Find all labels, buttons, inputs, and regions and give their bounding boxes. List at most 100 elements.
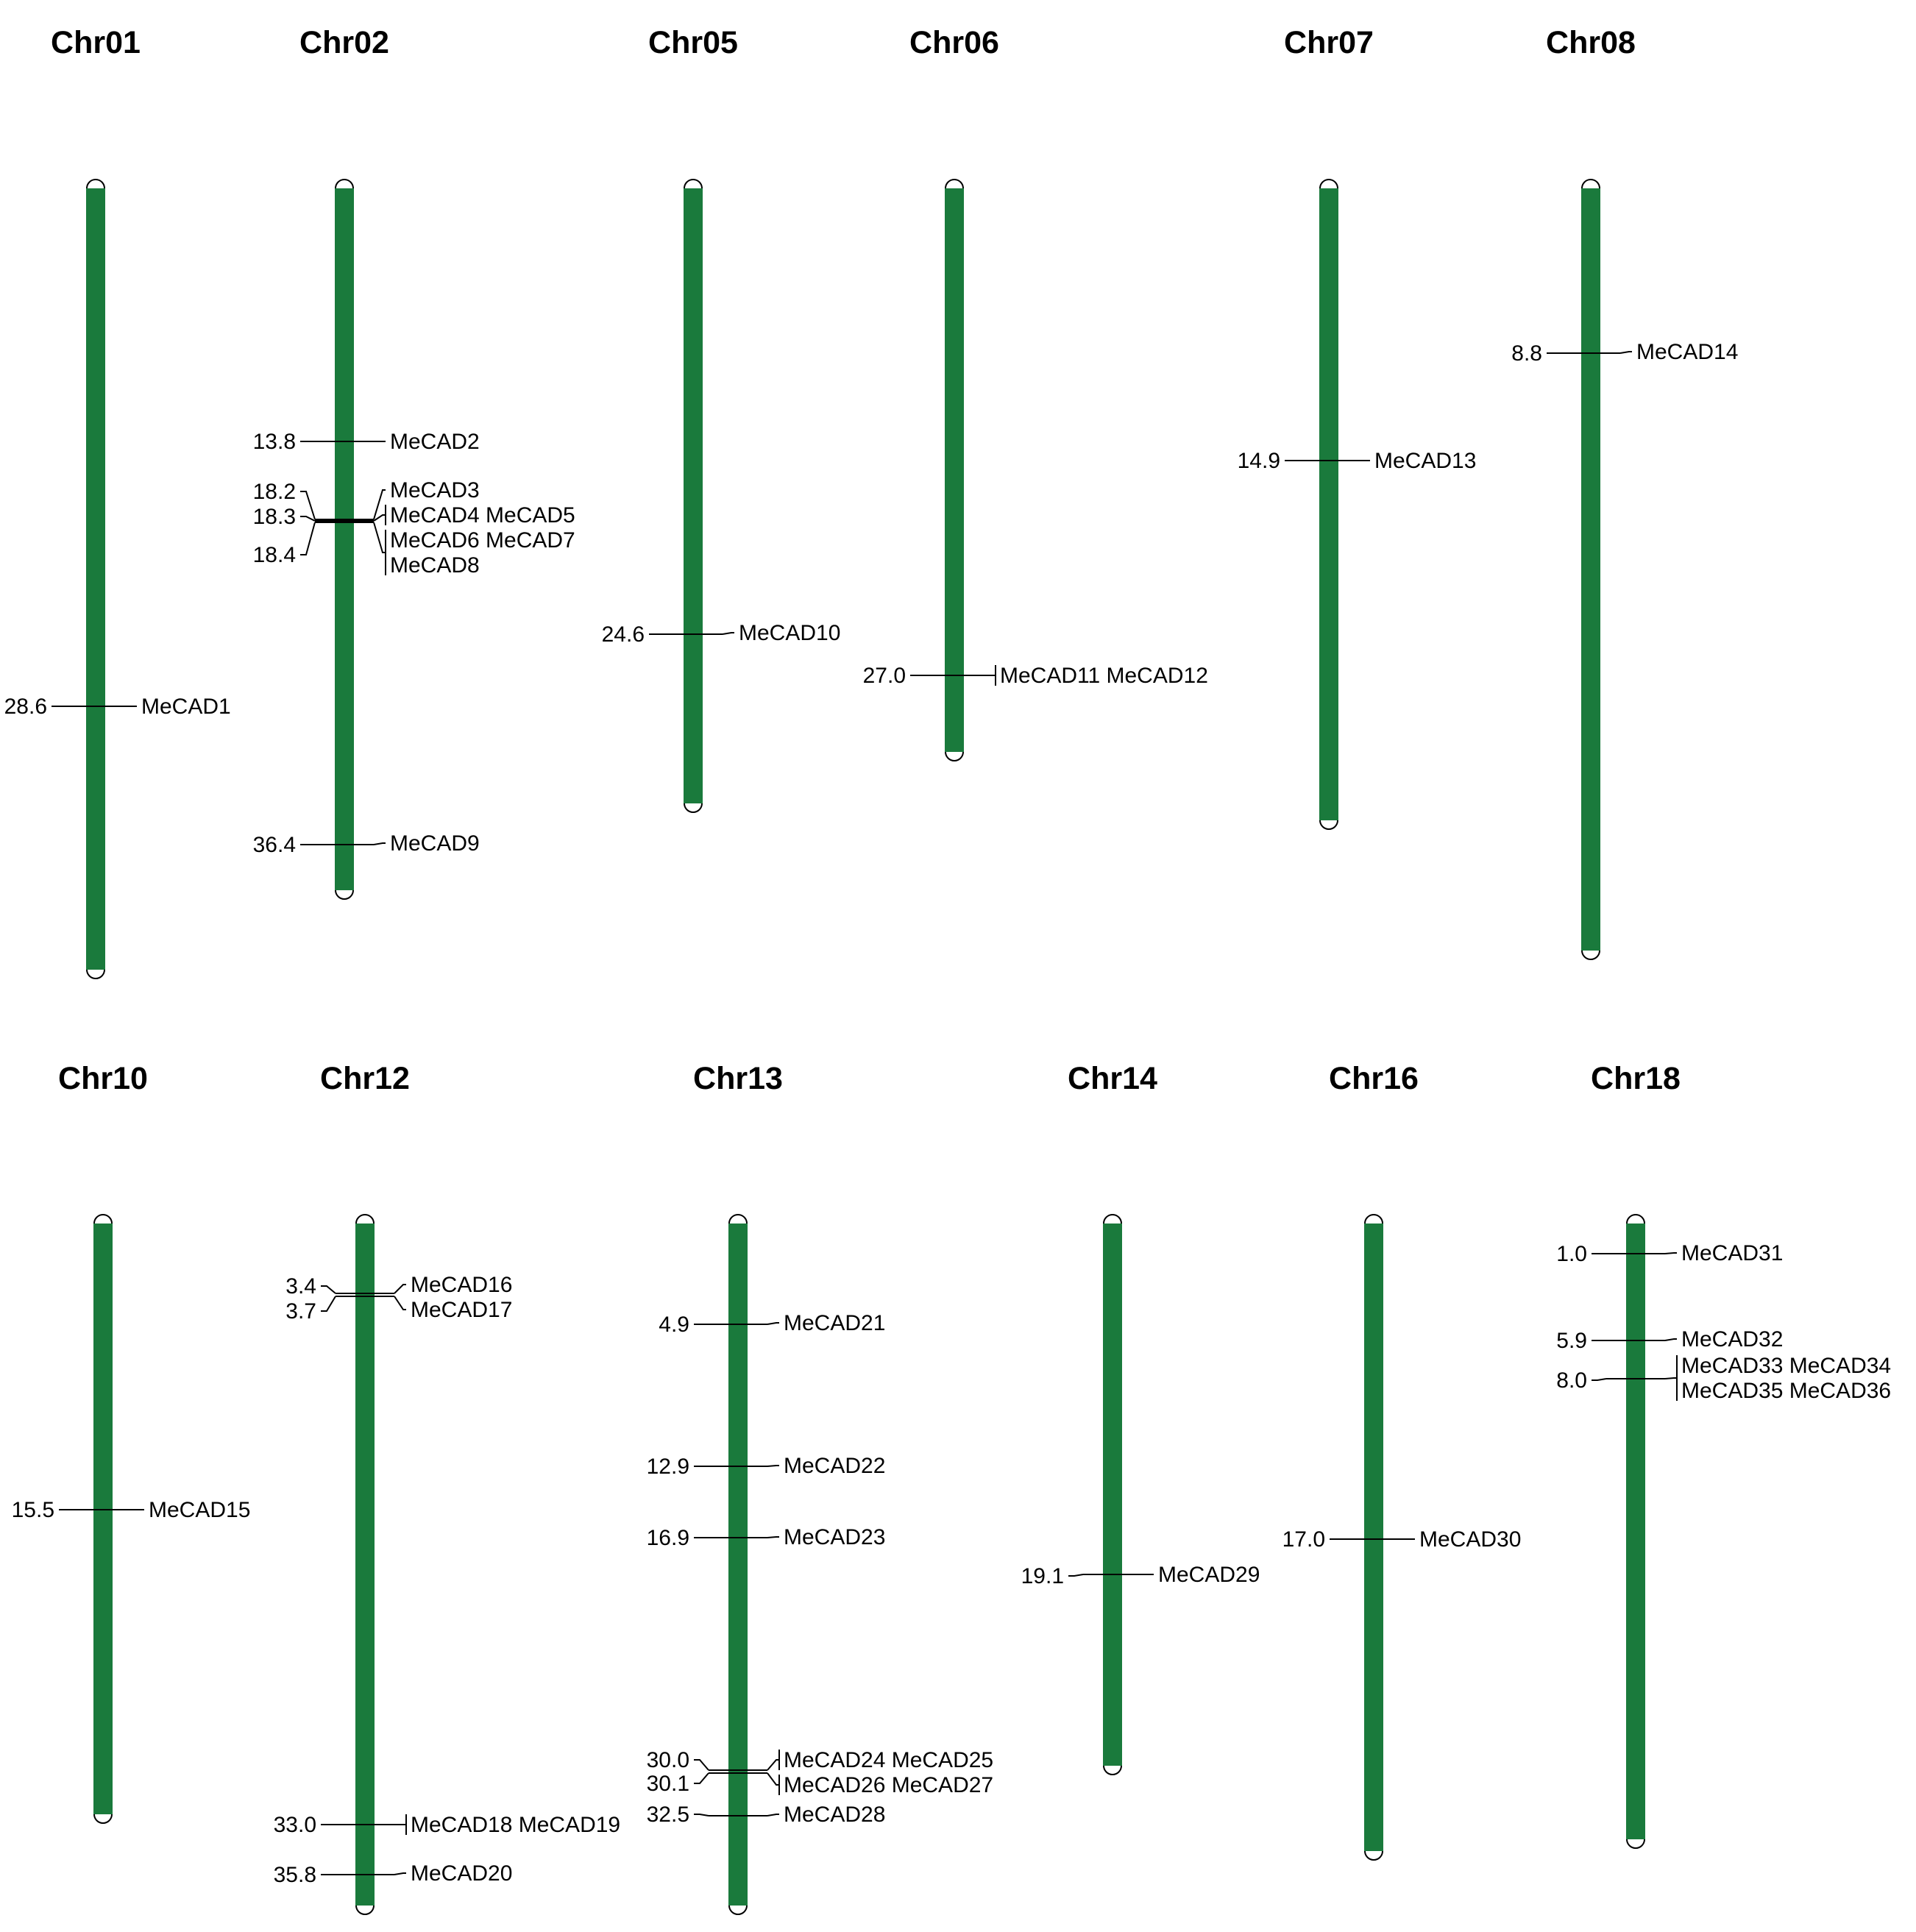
gene-marker: 36.4 MeCAD9 <box>253 831 480 857</box>
position-label: 19.1 <box>1021 1564 1064 1588</box>
gene-marker: 13.8 MeCAD2 <box>253 430 480 454</box>
chromosome-bar <box>86 188 105 970</box>
gene-label: MeCAD1 <box>141 695 231 719</box>
gene-label: MeCAD15 <box>149 1498 250 1522</box>
position-label: 30.1 <box>647 1772 689 1796</box>
position-label: 4.9 <box>659 1313 689 1337</box>
gene-marker: 28.6 MeCAD1 <box>4 695 231 719</box>
gene-marker: 14.9 MeCAD13 <box>1238 449 1477 473</box>
position-connector <box>300 516 316 522</box>
gene-label: MeCAD28 <box>784 1803 885 1827</box>
position-connector <box>300 522 316 555</box>
chromosome-bar <box>1626 1224 1645 1839</box>
gene-connector <box>394 1296 406 1310</box>
chromosome-bar <box>93 1224 113 1814</box>
gene-label: MeCAD20 <box>411 1861 512 1886</box>
position-label: 1.0 <box>1556 1242 1587 1266</box>
gene-label: MeCAD2 <box>390 430 480 454</box>
gene-label: MeCAD9 <box>390 831 480 856</box>
position-label: 13.8 <box>253 430 296 454</box>
chromosome-bar <box>355 1224 375 1906</box>
chromosome-title: Chr18 <box>1591 1061 1681 1096</box>
gene-label: MeCAD6 MeCAD7 <box>390 528 575 553</box>
position-connector <box>694 1814 709 1816</box>
gene-label: MeCAD11 MeCAD12 <box>1000 664 1208 688</box>
gene-label: MeCAD10 <box>739 621 840 645</box>
position-connector <box>300 491 316 520</box>
gene-marker: 24.6 MeCAD10 <box>602 621 841 647</box>
position-label: 15.5 <box>12 1498 54 1522</box>
position-connector <box>1068 1574 1084 1577</box>
gene-label: MeCAD16 <box>411 1273 512 1297</box>
chromosome-bar <box>1319 188 1338 820</box>
position-label: 18.3 <box>253 505 296 529</box>
chromosome-title: Chr12 <box>320 1061 410 1096</box>
chromosome-bar <box>1581 188 1600 951</box>
gene-label: MeCAD32 <box>1681 1327 1783 1352</box>
position-label: 36.4 <box>253 833 296 857</box>
gene-connector <box>373 489 386 520</box>
position-label: 32.5 <box>647 1803 689 1827</box>
gene-connector <box>1619 351 1632 354</box>
gene-connector <box>394 1872 406 1875</box>
position-label: 28.6 <box>4 695 47 719</box>
gene-connector <box>1664 1377 1677 1379</box>
gene-label: MeCAD35 MeCAD36 <box>1681 1379 1891 1403</box>
position-label: 17.0 <box>1282 1527 1325 1552</box>
gene-marker: 3.7 MeCAD17 <box>285 1296 512 1324</box>
gene-connector <box>767 1536 779 1538</box>
gene-connector <box>1664 1252 1677 1254</box>
gene-label: MeCAD17 <box>411 1298 512 1322</box>
gene-label: MeCAD4 MeCAD5 <box>390 503 575 528</box>
gene-marker: 15.5 MeCAD15 <box>12 1498 251 1522</box>
gene-marker: 18.3 MeCAD4 MeCAD5 <box>253 503 575 529</box>
position-connector <box>321 1285 336 1294</box>
gene-label: MeCAD31 <box>1681 1241 1783 1265</box>
position-label: 24.6 <box>602 622 645 647</box>
chromosome-bar <box>945 188 964 752</box>
position-label: 8.8 <box>1511 341 1542 366</box>
gene-connector <box>767 1814 779 1816</box>
position-label: 3.7 <box>285 1299 316 1324</box>
gene-marker: 30.1 MeCAD26 MeCAD27 <box>647 1772 994 1797</box>
gene-label: MeCAD22 <box>784 1454 885 1478</box>
position-label: 35.8 <box>274 1863 316 1887</box>
gene-connector <box>1664 1338 1677 1341</box>
gene-connector <box>373 842 386 845</box>
gene-label: MeCAD18 MeCAD19 <box>411 1813 620 1837</box>
gene-label: MeCAD30 <box>1419 1527 1521 1552</box>
chromosome-title: Chr06 <box>909 25 999 60</box>
chromosome-bar <box>684 188 703 803</box>
gene-label: MeCAD14 <box>1636 340 1738 364</box>
position-connector <box>694 1759 709 1771</box>
position-label: 30.0 <box>647 1748 689 1772</box>
chromosome-chr05: Chr05 24.6 MeCAD10 <box>602 25 841 813</box>
chromosome-bar <box>728 1224 748 1906</box>
chromosome-bar <box>1364 1224 1383 1851</box>
chromosome-title: Chr05 <box>648 25 738 60</box>
gene-label: MeCAD13 <box>1374 449 1476 473</box>
position-label: 14.9 <box>1238 449 1280 473</box>
gene-label: MeCAD33 MeCAD34 <box>1681 1354 1891 1378</box>
chromosome-title: Chr10 <box>58 1061 148 1096</box>
position-label: 18.2 <box>253 480 296 504</box>
gene-label: MeCAD26 MeCAD27 <box>784 1773 993 1797</box>
position-label: 18.4 <box>253 543 296 567</box>
